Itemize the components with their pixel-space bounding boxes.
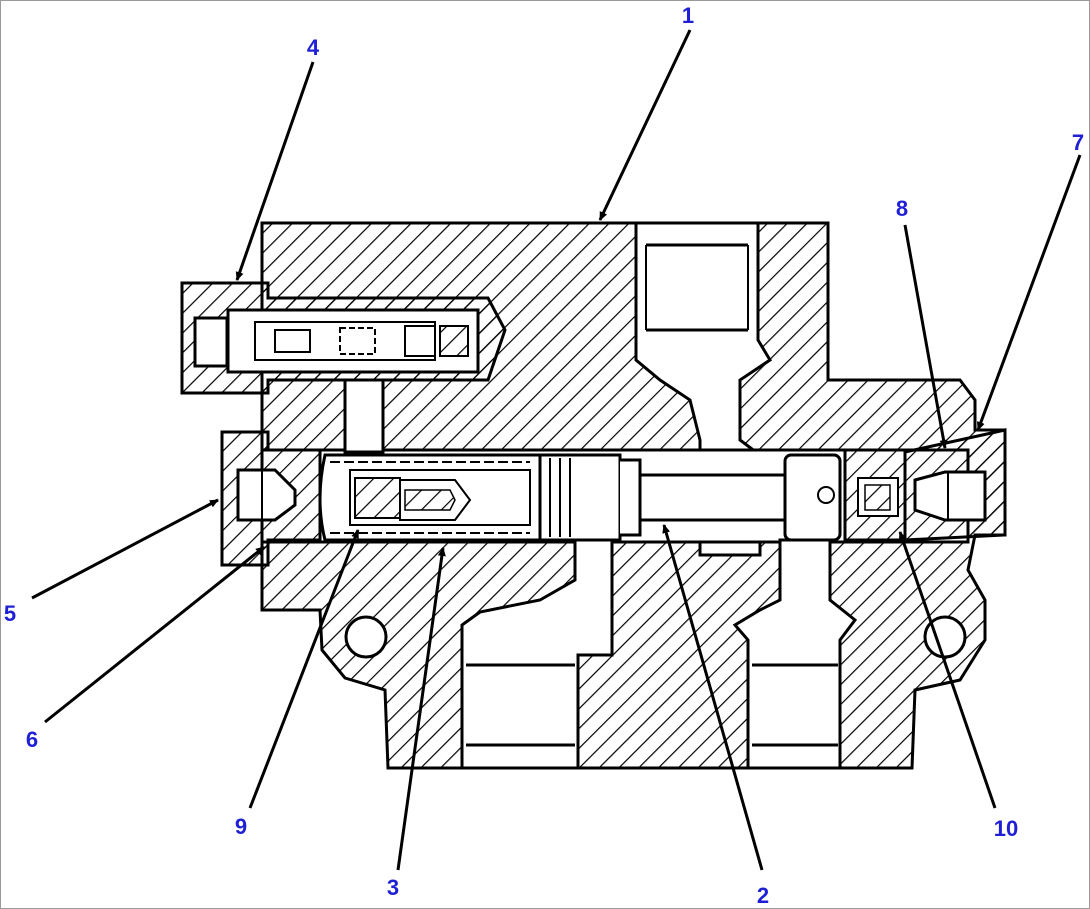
- callout-7: 7: [1072, 130, 1084, 155]
- callout-6: 6: [26, 727, 38, 752]
- callout-2: 2: [757, 883, 769, 908]
- main-spool-land: [538, 453, 622, 542]
- callout-5: 5: [4, 601, 16, 626]
- mounting-hole-right: [923, 615, 967, 659]
- callout-1: 1: [682, 3, 694, 28]
- leader-lines: [31, 29, 1082, 871]
- bottom-left-port: [460, 538, 614, 770]
- callout-9: 9: [235, 814, 247, 839]
- main-spool-end-land: [783, 453, 842, 542]
- callout-3: 3: [387, 875, 399, 900]
- main-spool-stem: [638, 473, 792, 522]
- callout-4: 4: [307, 35, 320, 60]
- bottom-right-port: [732, 538, 858, 770]
- callout-8: 8: [896, 196, 908, 221]
- callout-10: 10: [994, 816, 1018, 841]
- mounting-hole-left: [344, 615, 388, 659]
